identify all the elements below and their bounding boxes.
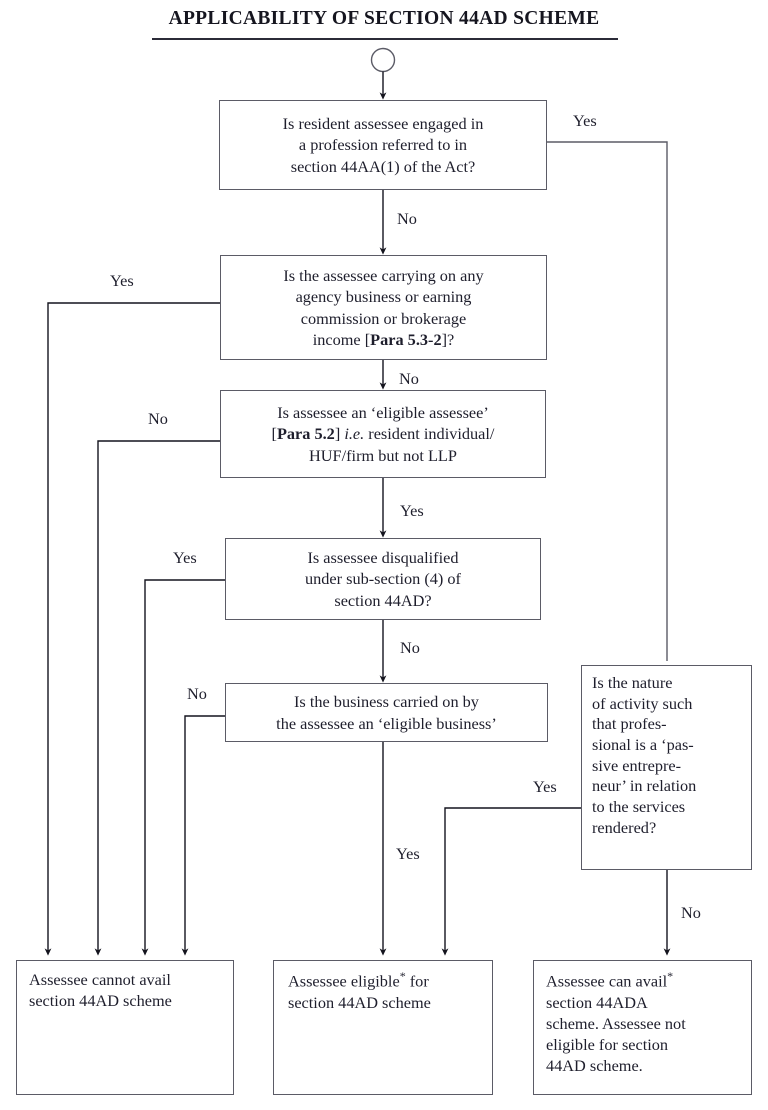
d2-line-2: agency business or earning: [295, 287, 472, 307]
edge-label-d4-no: No: [400, 638, 420, 657]
d6-line-2: of activity such: [592, 693, 693, 713]
edge-label-d6-yes: Yes: [533, 777, 557, 796]
t1-line-2: section 44AD scheme: [29, 991, 172, 1011]
decision-node-d2[interactable]: Is the assessee carrying on any agency b…: [220, 255, 547, 360]
d1-line-2: a profession referred to in: [298, 135, 468, 155]
d4-line-2: under sub-section (4) of: [305, 569, 461, 589]
edge-label-d1-no: No: [397, 209, 417, 228]
edge-label-d3-yes: Yes: [400, 501, 424, 520]
terminal-node-t3[interactable]: Assessee can avail* section 44ADA scheme…: [533, 960, 752, 1095]
edge-label-d3-no: No: [148, 409, 168, 428]
edge-label-d2-no: No: [399, 369, 419, 388]
edge-label-d6-no: No: [681, 903, 701, 922]
edge-d5-no: [181, 715, 225, 956]
edge-label-d5-no: No: [187, 684, 207, 703]
edge-d2-yes: [44, 302, 220, 956]
t2-asterisk: *: [399, 969, 406, 983]
terminal-node-t1[interactable]: Assessee cannot avail section 44AD schem…: [16, 960, 234, 1095]
t3-line-2: section 44ADA: [546, 992, 648, 1012]
decision-node-d3[interactable]: Is assessee an ‘eligible assessee’ [Para…: [220, 390, 546, 478]
edge-d4-yes: [141, 579, 225, 956]
decision-node-d6[interactable]: Is the nature of activity such that prof…: [581, 665, 752, 870]
d2-line-4-post: ]?: [441, 329, 455, 349]
edge-d6-yes: [441, 807, 581, 956]
edge-d3-no: [94, 440, 220, 956]
d6-line-5: sive entrepre-: [592, 755, 682, 775]
d6-line-4: sional is a ‘pas-: [592, 735, 694, 755]
d3-ie: i.e.: [344, 424, 365, 444]
d1-line-1: Is resident assessee engaged in: [282, 114, 484, 134]
d6-line-3: that profes-: [592, 714, 667, 734]
d2-line-1: Is the assessee carrying on any: [283, 266, 484, 286]
edge-label-d1-yes: Yes: [573, 111, 597, 130]
d5-line-1: Is the business carried on by: [294, 692, 479, 712]
d3-para-ref: Para 5.2: [276, 424, 335, 444]
terminal-node-t2[interactable]: Assessee eligible* for section 44AD sche…: [273, 960, 493, 1095]
d6-line-6: neur’ in relation: [592, 776, 697, 796]
t3-line-1: Assessee can avail: [546, 971, 668, 991]
d3-bracket-open: [: [271, 424, 277, 444]
title-underline: [152, 38, 618, 40]
decision-node-d5[interactable]: Is the business carried on by the assess…: [225, 683, 548, 742]
d2-line-4-pre: income [: [312, 329, 371, 349]
d5-line-2: the assessee an ‘eligible business’: [276, 713, 497, 733]
t2-line-1: Assessee eligible: [288, 971, 400, 991]
d2-line-3: commission or brokerage: [300, 308, 467, 328]
t2-line-2: section 44AD scheme: [288, 992, 431, 1012]
edge-d1-yes: [547, 141, 668, 661]
d4-line-3: section 44AD?: [334, 590, 432, 610]
d6-line-1: Is the nature: [592, 673, 673, 692]
start-circle-shape: [370, 47, 396, 73]
t2-line-1-tail: for: [405, 971, 429, 991]
edge-label-d2-yes: Yes: [110, 271, 134, 290]
t3-asterisk: *: [667, 969, 674, 983]
d6-line-8: rendered?: [592, 817, 657, 837]
d3-line-3: HUF/firm but not LLP: [309, 445, 457, 465]
d3-line-2-tail: resident individual/: [364, 424, 495, 444]
d3-bracket-close: ]: [334, 424, 345, 444]
t1-line-1: Assessee cannot avail: [29, 970, 171, 989]
t3-line-3: scheme. Assessee not: [546, 1013, 686, 1033]
page-title: APPLICABILITY OF SECTION 44AD SCHEME: [168, 8, 600, 29]
d6-line-7: to the services: [592, 797, 686, 817]
edge-label-d4-yes: Yes: [173, 548, 197, 567]
d1-line-3: section 44AA(1) of the Act?: [290, 156, 476, 176]
d2-para-ref: Para 5.3-2: [370, 329, 442, 349]
d3-line-1: Is assessee an ‘eligible assessee’: [277, 403, 489, 423]
d4-line-1: Is assessee disqualified: [307, 548, 459, 568]
t3-line-4: eligible for section: [546, 1034, 669, 1054]
t3-line-5: 44AD scheme.: [546, 1056, 643, 1076]
decision-node-d4[interactable]: Is assessee disqualified under sub-secti…: [225, 538, 541, 620]
edge-label-d5-yes: Yes: [396, 844, 420, 863]
decision-node-d1[interactable]: Is resident assessee engaged in a profes…: [219, 100, 547, 190]
